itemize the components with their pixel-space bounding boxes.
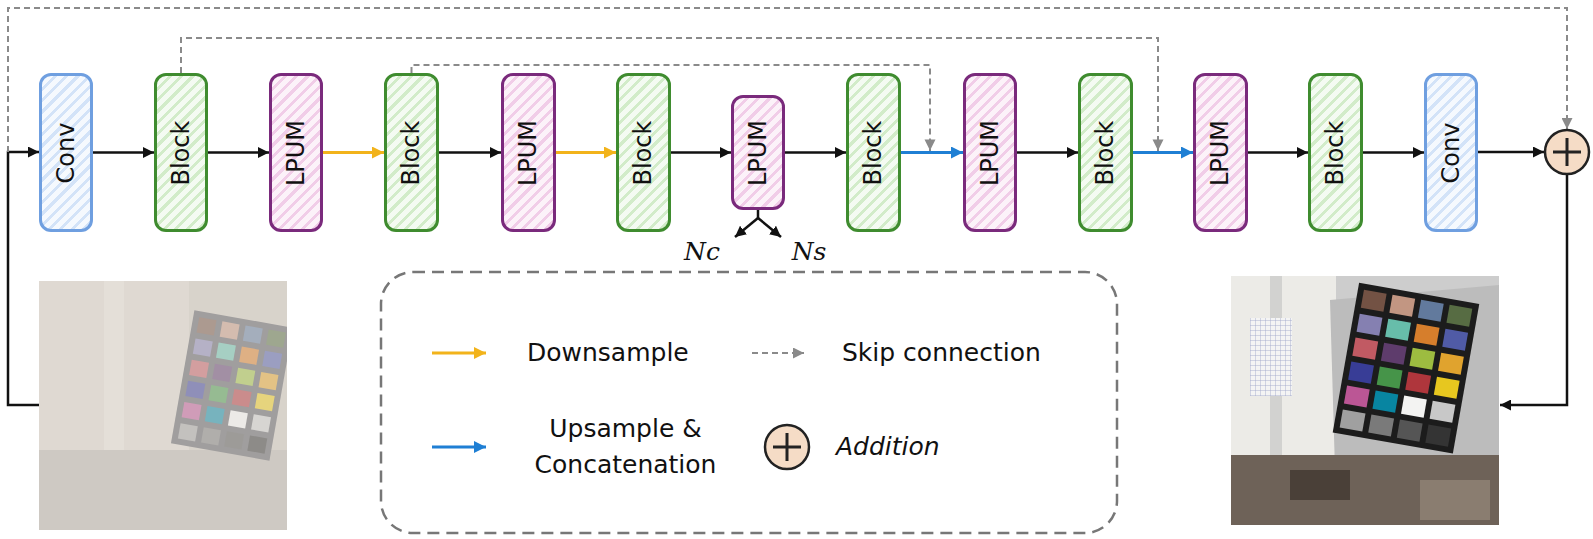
lpum-box: LPUM bbox=[269, 73, 323, 232]
skip-arrowhead bbox=[1153, 140, 1164, 151]
legend-text: Upsample & Concatenation bbox=[518, 411, 733, 484]
legend-text: Addition bbox=[836, 429, 940, 465]
upsample-sample bbox=[432, 446, 486, 449]
lpum-box: LPUM bbox=[731, 95, 785, 210]
black-arrow bbox=[439, 151, 501, 154]
block-box: Block bbox=[616, 73, 671, 232]
skip-arrowhead bbox=[925, 140, 936, 151]
box-label: Block bbox=[169, 120, 193, 185]
block-box: Block bbox=[384, 73, 439, 232]
skip-sample bbox=[752, 352, 804, 354]
box-label: Conv bbox=[54, 122, 78, 183]
hazy-input-image bbox=[39, 281, 287, 530]
addition-sample bbox=[765, 425, 809, 469]
output-wire bbox=[1500, 175, 1567, 405]
box-label: LPUM bbox=[978, 119, 1002, 185]
lpum-box: LPUM bbox=[501, 73, 556, 232]
conv-to-add-wire bbox=[1478, 151, 1544, 154]
blue-arrow bbox=[901, 151, 963, 154]
yellow-arrow bbox=[556, 151, 616, 154]
dehazed-output-image bbox=[1231, 276, 1499, 525]
block-box: Block bbox=[1308, 73, 1363, 232]
box-label: Block bbox=[632, 120, 656, 185]
box-label: Block bbox=[1094, 120, 1118, 185]
black-arrow bbox=[671, 151, 731, 154]
box-label: LPUM bbox=[517, 119, 541, 185]
conv-box: Conv bbox=[1424, 73, 1478, 232]
lpum-box: LPUM bbox=[963, 73, 1017, 232]
conv-box: Conv bbox=[39, 73, 93, 232]
input-wire bbox=[8, 152, 39, 405]
output-label: Ns bbox=[792, 237, 827, 266]
legend-text: Skip connection bbox=[842, 335, 1041, 371]
lpum-box: LPUM bbox=[1193, 73, 1248, 232]
addition-symbol bbox=[1545, 130, 1589, 174]
black-arrow bbox=[1017, 151, 1078, 154]
box-label: Block bbox=[1324, 120, 1348, 185]
skip-connection bbox=[181, 38, 1193, 153]
downsample-sample bbox=[432, 352, 486, 355]
black-arrow bbox=[785, 151, 846, 154]
box-label: Block bbox=[862, 120, 886, 185]
block-box: Block bbox=[1078, 73, 1133, 232]
blue-arrow bbox=[1133, 151, 1193, 154]
black-arrow bbox=[208, 151, 269, 154]
split-arrows bbox=[735, 210, 781, 237]
yellow-arrow bbox=[323, 151, 384, 154]
box-label: Block bbox=[400, 120, 424, 185]
output-label: Nc bbox=[684, 237, 720, 266]
box-label: LPUM bbox=[284, 119, 308, 185]
legend-text: Downsample bbox=[527, 335, 689, 371]
legend-frame bbox=[381, 272, 1117, 533]
black-arrow bbox=[93, 151, 154, 154]
black-arrow bbox=[1363, 151, 1424, 154]
color-checker bbox=[1333, 283, 1480, 454]
block-box: Block bbox=[846, 73, 901, 232]
box-label: LPUM bbox=[746, 119, 770, 185]
box-label: Conv bbox=[1439, 122, 1463, 183]
box-label: LPUM bbox=[1209, 119, 1233, 185]
black-arrow bbox=[1248, 151, 1308, 154]
block-box: Block bbox=[154, 73, 208, 232]
